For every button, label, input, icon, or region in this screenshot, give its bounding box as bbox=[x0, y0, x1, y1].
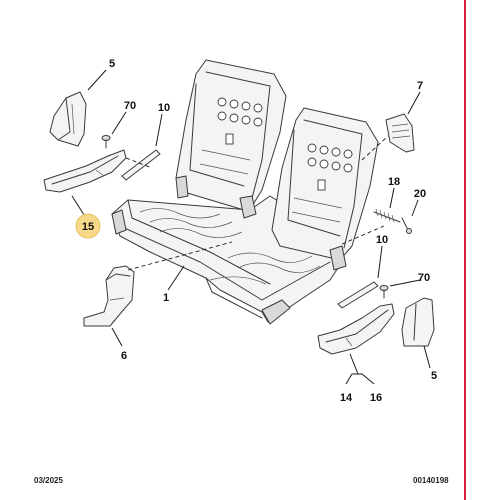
callout-7: 7 bbox=[417, 80, 423, 92]
part-70-screw-top bbox=[101, 135, 111, 149]
callout-1: 1 bbox=[163, 292, 169, 304]
callout-16: 16 bbox=[370, 392, 382, 404]
footer-reference: 00140198 bbox=[413, 476, 449, 485]
callout-5-top: 5 bbox=[109, 58, 115, 70]
part-10-rod-right bbox=[337, 281, 379, 309]
part-5-right-trim bbox=[401, 297, 435, 347]
callout-70-right: 70 bbox=[418, 272, 430, 284]
callout-70-top: 70 bbox=[124, 100, 136, 112]
alignment-line-latch bbox=[361, 135, 389, 161]
callout-18: 18 bbox=[388, 176, 400, 188]
frame-border-right bbox=[464, 0, 466, 500]
seat-frame-assembly bbox=[111, 59, 379, 325]
callout-14: 14 bbox=[340, 392, 353, 404]
callout-20: 20 bbox=[414, 188, 426, 200]
part-7-latch-cover bbox=[385, 113, 415, 153]
part-70-screw-right bbox=[379, 285, 389, 299]
alignment-line-bottom bbox=[127, 241, 233, 271]
callout-10-top: 10 bbox=[158, 102, 170, 114]
callout-6: 6 bbox=[121, 350, 127, 362]
part-18-spring bbox=[373, 208, 401, 223]
callout-15: 15 bbox=[82, 221, 94, 233]
part-15-bracket-trim bbox=[43, 149, 127, 193]
footer-date: 03/2025 bbox=[34, 476, 63, 485]
alignment-line-left bbox=[125, 157, 153, 169]
part-20-bolt bbox=[401, 217, 412, 234]
part-10-rod-top bbox=[121, 149, 161, 181]
callout-10-right: 10 bbox=[376, 234, 388, 246]
callout-5-right: 5 bbox=[431, 370, 437, 382]
part-14-16-bracket bbox=[317, 303, 395, 355]
alignment-line-right bbox=[341, 225, 385, 245]
highlight-15 bbox=[75, 213, 101, 239]
